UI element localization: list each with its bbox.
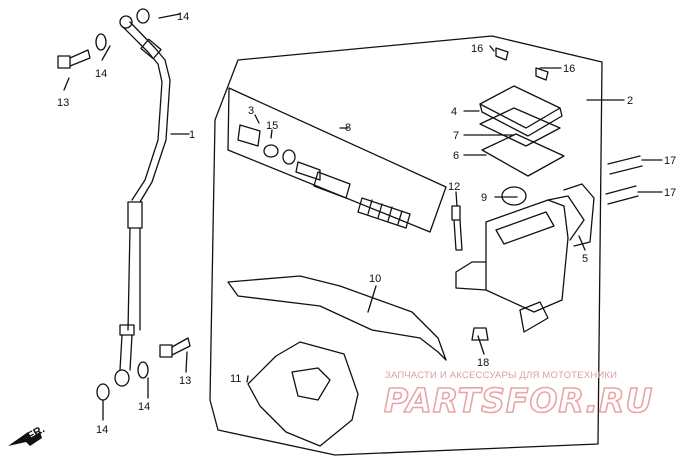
callout-4: 4 [451,106,457,118]
callout-17-b: 17 [664,187,676,199]
callout-10: 10 [369,273,381,285]
callout-1: 1 [189,129,195,141]
washer-14-c [137,361,149,379]
callout-12: 12 [448,181,460,193]
lever-boot [247,341,359,447]
callout-14-a: 14 [177,11,189,23]
callout-14-c: 14 [138,401,150,413]
front-direction-label: FR. [26,423,47,442]
cap-screw-right [535,67,549,81]
callout-16-b: 16 [563,63,575,75]
assembly-outline [209,35,603,456]
master-cylinder [455,195,585,333]
holder-bolts-17 [605,155,643,205]
washer-14-b [95,33,107,51]
watermark-logo: PARTSFOR.RU [384,381,653,420]
brake-lever [227,275,447,361]
washer-14-a [136,8,150,24]
callout-16-a: 16 [471,43,483,55]
piston-kit-box [227,87,447,233]
reservoir-cap-stack [479,85,565,177]
callout-13-a: 13 [57,97,69,109]
callout-13-b: 13 [179,375,191,387]
callout-18: 18 [477,357,489,369]
nut-18 [471,327,489,341]
piston-kit [237,124,411,229]
callout-8: 8 [345,122,351,134]
callout-14-b: 14 [95,68,107,80]
callout-17-a: 17 [664,155,676,167]
callout-7: 7 [453,130,459,142]
small-oring [501,186,527,206]
callout-11: 11 [230,373,241,385]
pivot-bolt-12 [451,205,463,251]
callout-2: 2 [627,95,633,107]
banjo-bolt-top [57,49,91,69]
watermark-tagline: ЗАПЧАСТИ И АКСЕССУАРЫ ДЛЯ МОТОТЕХНИКИ [385,370,617,381]
washer-14-d [96,383,110,401]
callout-14-d: 14 [96,424,108,436]
callout-15: 15 [266,120,278,132]
callout-5: 5 [582,253,588,265]
callout-3: 3 [248,105,254,117]
holder-5 [563,183,595,247]
banjo-bolt-bottom [159,337,191,358]
cap-screw-top [495,47,509,61]
brake-hose [114,15,171,387]
callout-9: 9 [481,192,487,204]
front-direction-indicator: FR. [8,423,47,446]
callout-6: 6 [453,150,459,162]
